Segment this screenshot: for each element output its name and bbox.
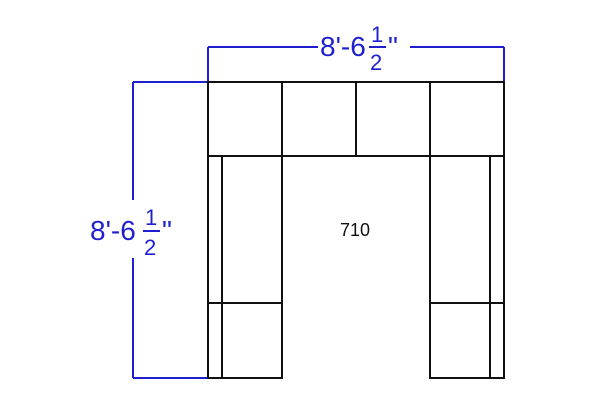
width-whole: 8'-6 xyxy=(320,31,366,62)
depth-fraction-numerator: 1 xyxy=(145,205,157,230)
width-fraction-denominator: 2 xyxy=(370,50,382,75)
left-section-frame xyxy=(207,155,283,379)
width-label-background xyxy=(318,22,410,72)
width-inch-mark: " xyxy=(388,31,398,62)
depth-whole: 8'-6 xyxy=(90,215,136,246)
model-label: 710 xyxy=(340,220,370,240)
depth-label-background xyxy=(88,200,180,258)
sectional-outline xyxy=(207,81,505,379)
depth-fraction-denominator: 2 xyxy=(144,235,156,260)
depth-dimension: 8'-6 1 2 " xyxy=(88,81,208,379)
width-dimension: 8'-6 1 2 " xyxy=(207,22,505,82)
width-fraction-numerator: 1 xyxy=(371,22,383,47)
depth-inch-mark: " xyxy=(162,215,172,246)
right-section-frame xyxy=(429,155,505,379)
